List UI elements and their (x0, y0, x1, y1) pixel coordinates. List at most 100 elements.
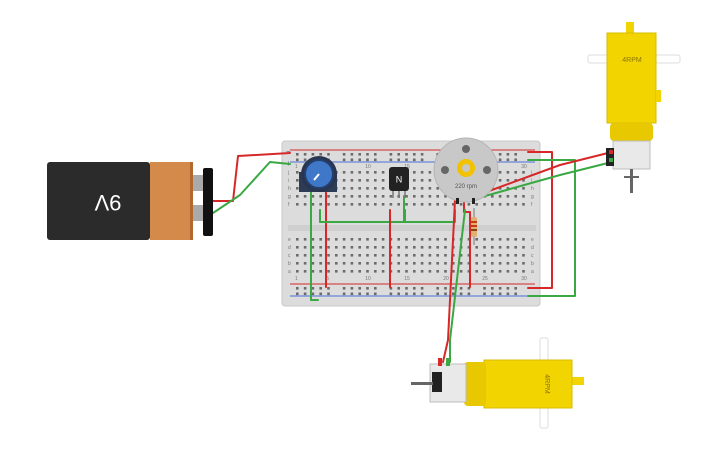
breadboard-hole[interactable] (522, 238, 525, 241)
breadboard-hole[interactable] (397, 254, 400, 257)
breadboard-hole[interactable] (483, 238, 486, 241)
breadboard-hole[interactable] (506, 238, 510, 241)
breadboard-hole[interactable] (428, 179, 432, 182)
breadboard-hole[interactable] (296, 153, 299, 156)
breadboard-hole[interactable] (420, 179, 424, 182)
breadboard-hole[interactable] (498, 158, 502, 162)
breadboard-hole[interactable] (311, 238, 315, 241)
breadboard-hole[interactable] (342, 270, 346, 273)
breadboard-hole[interactable] (319, 292, 322, 296)
breadboard-hole[interactable] (342, 203, 346, 206)
breadboard-hole[interactable] (342, 195, 346, 198)
breadboard-hole[interactable] (467, 270, 471, 273)
breadboard-hole[interactable] (420, 171, 424, 174)
breadboard-hole[interactable] (498, 153, 502, 156)
breadboard-hole[interactable] (397, 287, 400, 290)
breadboard-hole[interactable] (420, 246, 424, 249)
breadboard-hole[interactable] (374, 270, 377, 273)
breadboard-hole[interactable] (514, 246, 517, 249)
breadboard-hole[interactable] (296, 254, 299, 257)
breadboard-hole[interactable] (296, 171, 299, 174)
breadboard-hole[interactable] (436, 287, 439, 290)
breadboard-hole[interactable] (514, 195, 517, 198)
breadboard-hole[interactable] (358, 238, 361, 241)
breadboard-hole[interactable] (342, 179, 346, 182)
top-motor-red-wire[interactable] (469, 151, 613, 199)
breadboard-hole[interactable] (397, 158, 400, 162)
breadboard-hole[interactable] (366, 246, 369, 249)
breadboard-hole[interactable] (335, 262, 338, 265)
breadboard-hole[interactable] (381, 195, 385, 198)
breadboard-hole[interactable] (491, 195, 494, 198)
breadboard-hole[interactable] (374, 292, 377, 296)
breadboard-hole[interactable] (514, 292, 517, 296)
breadboard-hole[interactable] (420, 195, 424, 198)
breadboard-hole[interactable] (522, 254, 525, 257)
breadboard-hole[interactable] (413, 292, 416, 296)
breadboard-hole[interactable] (514, 270, 517, 273)
breadboard-hole[interactable] (522, 171, 525, 174)
breadboard-hole[interactable] (444, 292, 447, 296)
breadboard-hole[interactable] (296, 287, 299, 290)
breadboard-hole[interactable] (506, 171, 510, 174)
resistor[interactable] (471, 208, 477, 245)
breadboard-hole[interactable] (350, 238, 354, 241)
breadboard-hole[interactable] (506, 187, 510, 190)
breadboard-hole[interactable] (436, 270, 439, 273)
breadboard-hole[interactable] (374, 187, 377, 190)
breadboard-hole[interactable] (506, 287, 510, 290)
breadboard-hole[interactable] (522, 246, 525, 249)
breadboard-hole[interactable] (374, 153, 377, 156)
breadboard-hole[interactable] (350, 270, 354, 273)
breadboard-hole[interactable] (420, 287, 424, 290)
breadboard-hole[interactable] (498, 292, 502, 296)
breadboard-hole[interactable] (475, 270, 478, 273)
breadboard-hole[interactable] (366, 195, 369, 198)
breadboard-hole[interactable] (405, 195, 408, 198)
breadboard-hole[interactable] (452, 262, 455, 265)
breadboard-hole[interactable] (413, 153, 416, 156)
breadboard-hole[interactable] (358, 254, 361, 257)
breadboard-hole[interactable] (311, 262, 315, 265)
breadboard-hole[interactable] (483, 203, 486, 206)
breadboard-hole[interactable] (506, 203, 510, 206)
breadboard-hole[interactable] (366, 270, 369, 273)
breadboard-hole[interactable] (436, 254, 439, 257)
breadboard-hole[interactable] (303, 292, 307, 296)
breadboard-hole[interactable] (506, 179, 510, 182)
breadboard-hole[interactable] (397, 292, 400, 296)
breadboard-hole[interactable] (498, 262, 502, 265)
breadboard-hole[interactable] (319, 203, 322, 206)
breadboard-hole[interactable] (342, 171, 346, 174)
breadboard-hole[interactable] (420, 254, 424, 257)
breadboard-hole[interactable] (335, 203, 338, 206)
breadboard-hole[interactable] (506, 254, 510, 257)
breadboard-hole[interactable] (491, 287, 494, 290)
breadboard-hole[interactable] (498, 287, 502, 290)
breadboard-hole[interactable] (381, 171, 385, 174)
breadboard-hole[interactable] (342, 187, 346, 190)
breadboard-hole[interactable] (381, 203, 385, 206)
breadboard-hole[interactable] (498, 187, 502, 190)
breadboard-hole[interactable] (327, 153, 330, 156)
breadboard-hole[interactable] (420, 262, 424, 265)
breadboard-hole[interactable] (342, 153, 346, 156)
breadboard-hole[interactable] (467, 262, 471, 265)
breadboard-hole[interactable] (335, 254, 338, 257)
breadboard-hole[interactable] (467, 203, 471, 206)
breadboard-hole[interactable] (311, 195, 315, 198)
breadboard-hole[interactable] (506, 246, 510, 249)
breadboard-hole[interactable] (366, 203, 369, 206)
breadboard-hole[interactable] (420, 270, 424, 273)
breadboard-hole[interactable] (420, 238, 424, 241)
breadboard-hole[interactable] (311, 292, 315, 296)
breadboard-hole[interactable] (374, 195, 377, 198)
breadboard-hole[interactable] (413, 254, 416, 257)
breadboard-hole[interactable] (483, 254, 486, 257)
breadboard-hole[interactable] (522, 195, 525, 198)
breadboard-hole[interactable] (428, 262, 432, 265)
breadboard-hole[interactable] (405, 246, 408, 249)
breadboard-hole[interactable] (389, 195, 393, 198)
breadboard-hole[interactable] (436, 262, 439, 265)
breadboard-hole[interactable] (389, 203, 393, 206)
